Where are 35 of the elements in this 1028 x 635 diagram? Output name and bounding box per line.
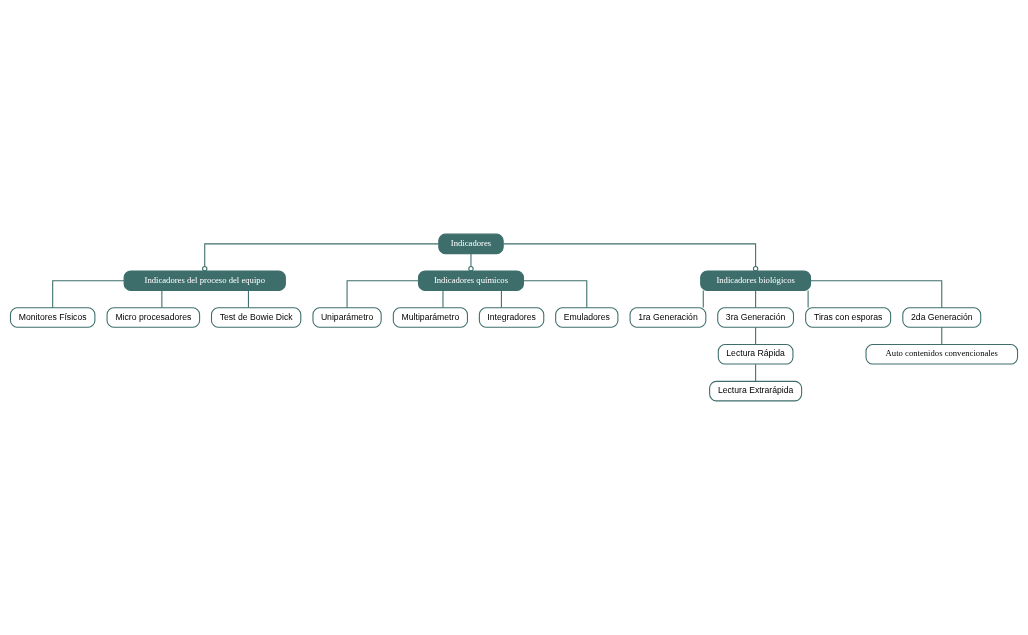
connector <box>202 243 440 272</box>
node-box: Lectura Rápida <box>717 344 794 365</box>
node-box: Monitores Físicos <box>9 307 96 328</box>
node-box: Indicadores <box>438 233 504 255</box>
connector <box>941 326 943 345</box>
connector <box>523 280 588 309</box>
connector <box>468 253 474 272</box>
node-box: Indicadores del proceso del equipo <box>123 270 286 291</box>
node-box: Indicadores biológicos <box>700 270 812 291</box>
connector <box>247 290 249 309</box>
connector <box>442 290 444 309</box>
node-box: Multiparámetro <box>392 307 468 328</box>
node-box: Test de Bowie Dick <box>210 307 302 328</box>
connector <box>755 363 757 382</box>
node-box: 3ra Generación <box>717 307 795 328</box>
node-box: 1ra Generación <box>629 307 707 328</box>
node-box: Micro procesadores <box>106 307 201 328</box>
connector <box>755 326 757 345</box>
connector <box>702 290 704 309</box>
node-box: Uniparámetro <box>312 307 382 328</box>
connector <box>161 290 163 309</box>
connector <box>502 243 759 272</box>
node-box: Integradores <box>478 307 545 328</box>
connector <box>810 280 943 309</box>
node-box: 2da Generación <box>902 307 982 328</box>
node-box: Auto contenidos convencionales <box>865 344 1019 365</box>
connector <box>755 290 757 309</box>
node-box: Tiras con esporas <box>805 307 892 328</box>
connector <box>346 280 419 309</box>
node-box: Emuladores <box>555 307 619 328</box>
connector <box>807 290 809 309</box>
node-box: Indicadores químicos <box>417 270 524 291</box>
connector <box>500 290 502 309</box>
node-box: Lectura Extrarápida <box>709 380 803 402</box>
connector <box>52 280 125 309</box>
